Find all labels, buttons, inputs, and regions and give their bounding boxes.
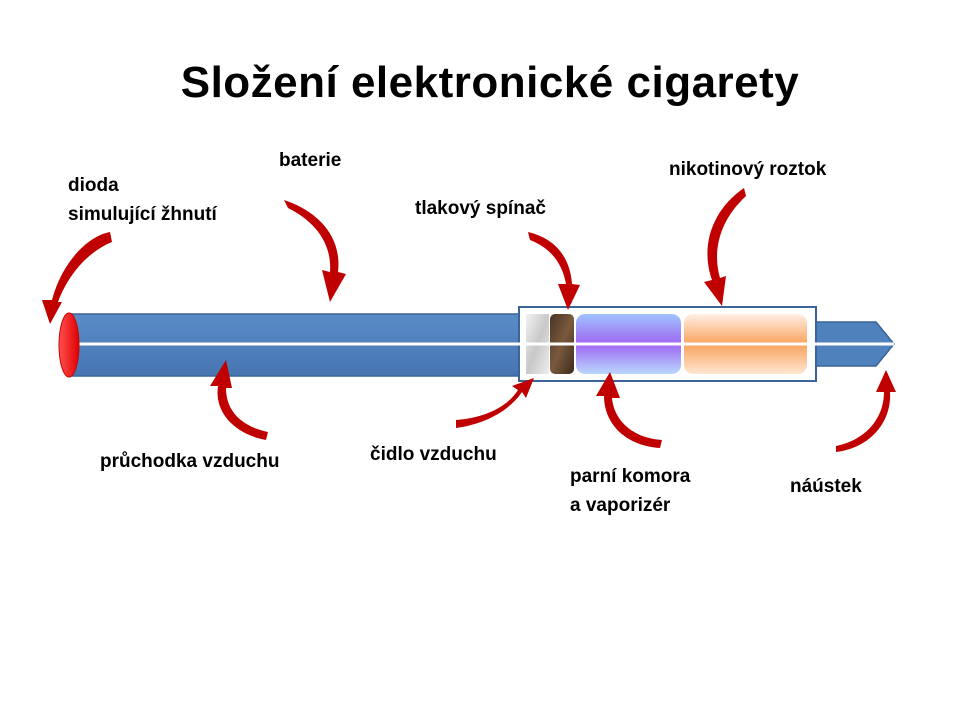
label-cidlo-vzduchu: čidlo vzduchu xyxy=(370,444,497,465)
label-dioda-line2: simulující žhnutí xyxy=(68,204,217,225)
label-nikotinovy-roztok: nikotinový roztok xyxy=(669,159,827,180)
arrow-pruchodka xyxy=(210,360,268,440)
label-parni-komora-line2: a vaporizér xyxy=(570,495,671,516)
label-parni-komora-line1: parní komora xyxy=(570,466,691,487)
label-parni-komora: parní komora a vaporizér xyxy=(570,462,690,520)
arrow-parni-komora xyxy=(596,372,662,448)
arrow-baterie xyxy=(284,200,346,302)
label-baterie: baterie xyxy=(279,150,342,171)
label-dioda: dioda simulující žhnutí xyxy=(68,171,217,229)
label-naustek: náústek xyxy=(790,476,862,497)
arrow-cidlo xyxy=(456,378,534,428)
arrow-nikotinovy-roztok xyxy=(704,188,746,306)
label-dioda-line1: dioda xyxy=(68,175,119,196)
arrow-dioda xyxy=(42,232,112,324)
label-tlakovy-spinac: tlakový spínač xyxy=(415,198,546,219)
arrow-tlakovy-spinac xyxy=(528,232,580,310)
led-diode xyxy=(58,312,80,378)
label-pruchodka-vzduchu: průchodka vzduchu xyxy=(100,451,280,472)
page-title: Složení elektronické cigarety xyxy=(180,58,800,107)
arrow-naustek xyxy=(836,370,896,452)
